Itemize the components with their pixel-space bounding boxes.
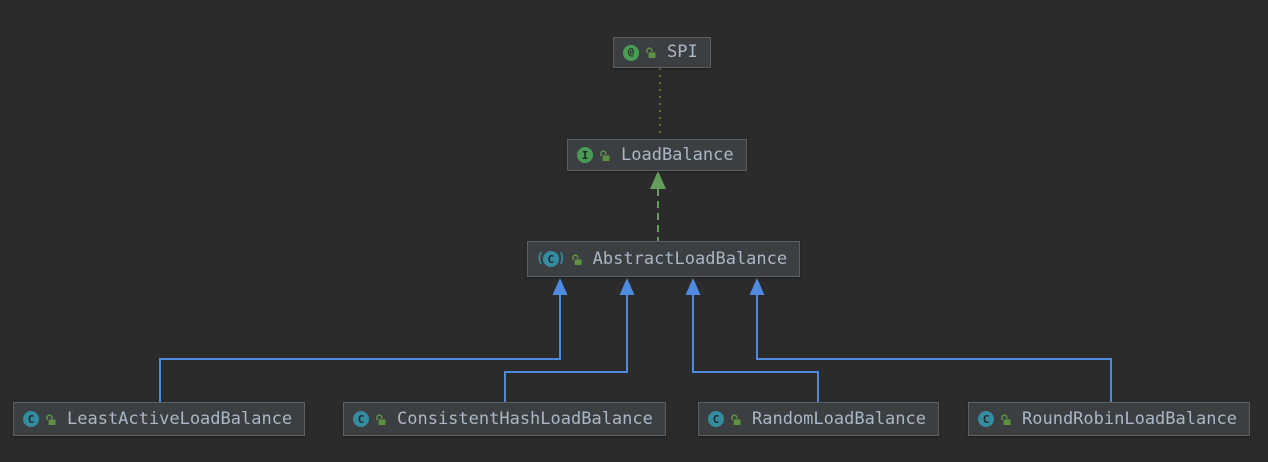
- extends-arrowhead-icon: [619, 278, 635, 295]
- node-label: LeastActiveLoadBalance: [67, 408, 293, 429]
- lock-icon: [729, 413, 742, 426]
- annotation-icon: @: [623, 44, 639, 61]
- node-label: SPI: [667, 42, 698, 62]
- node-loadbalance[interactable]: I LoadBalance: [567, 139, 747, 171]
- lock-icon: [570, 253, 583, 266]
- node-label: LoadBalance: [621, 144, 734, 165]
- lock-icon: [44, 413, 57, 426]
- node-consistenthashloadbalance[interactable]: C ConsistentHashLoadBalance: [343, 402, 666, 436]
- class-icon: C: [708, 411, 724, 427]
- node-label: RandomLoadBalance: [752, 408, 926, 429]
- node-leastactiveloadbalance[interactable]: C LeastActiveLoadBalance: [13, 402, 306, 436]
- edge-extends-consistenthash: [504, 294, 628, 402]
- node-randomloadbalance[interactable]: C RandomLoadBalance: [698, 402, 939, 436]
- node-label: AbstractLoadBalance: [592, 248, 788, 269]
- class-icon: C: [23, 411, 39, 427]
- lock-icon: [374, 413, 387, 426]
- node-label: ConsistentHashLoadBalance: [397, 408, 653, 429]
- node-label: RoundRobinLoadBalance: [1022, 408, 1237, 429]
- implements-arrowhead-icon: [650, 171, 666, 189]
- lock-icon: [598, 149, 611, 162]
- extends-arrowhead-icon: [685, 278, 701, 295]
- abstract-class-icon: ( C ): [536, 251, 566, 267]
- node-abstractloadbalance[interactable]: ( C ) AbstractLoadBalance: [527, 241, 801, 277]
- lock-icon: [644, 46, 657, 59]
- class-icon: C: [353, 411, 369, 427]
- lock-icon: [999, 413, 1012, 426]
- edge-extends-roundrobin: [756, 294, 1112, 402]
- interface-icon: I: [577, 147, 593, 163]
- extends-arrowhead-icon: [552, 278, 568, 295]
- extends-arrowhead-icon: [749, 278, 765, 295]
- edge-extends-random: [692, 294, 819, 402]
- class-icon: C: [978, 411, 994, 427]
- node-roundrobinloadbalance[interactable]: C RoundRobinLoadBalance: [968, 402, 1250, 436]
- edge-extends-leastactive: [159, 294, 561, 402]
- node-spi[interactable]: @ SPI: [613, 37, 711, 68]
